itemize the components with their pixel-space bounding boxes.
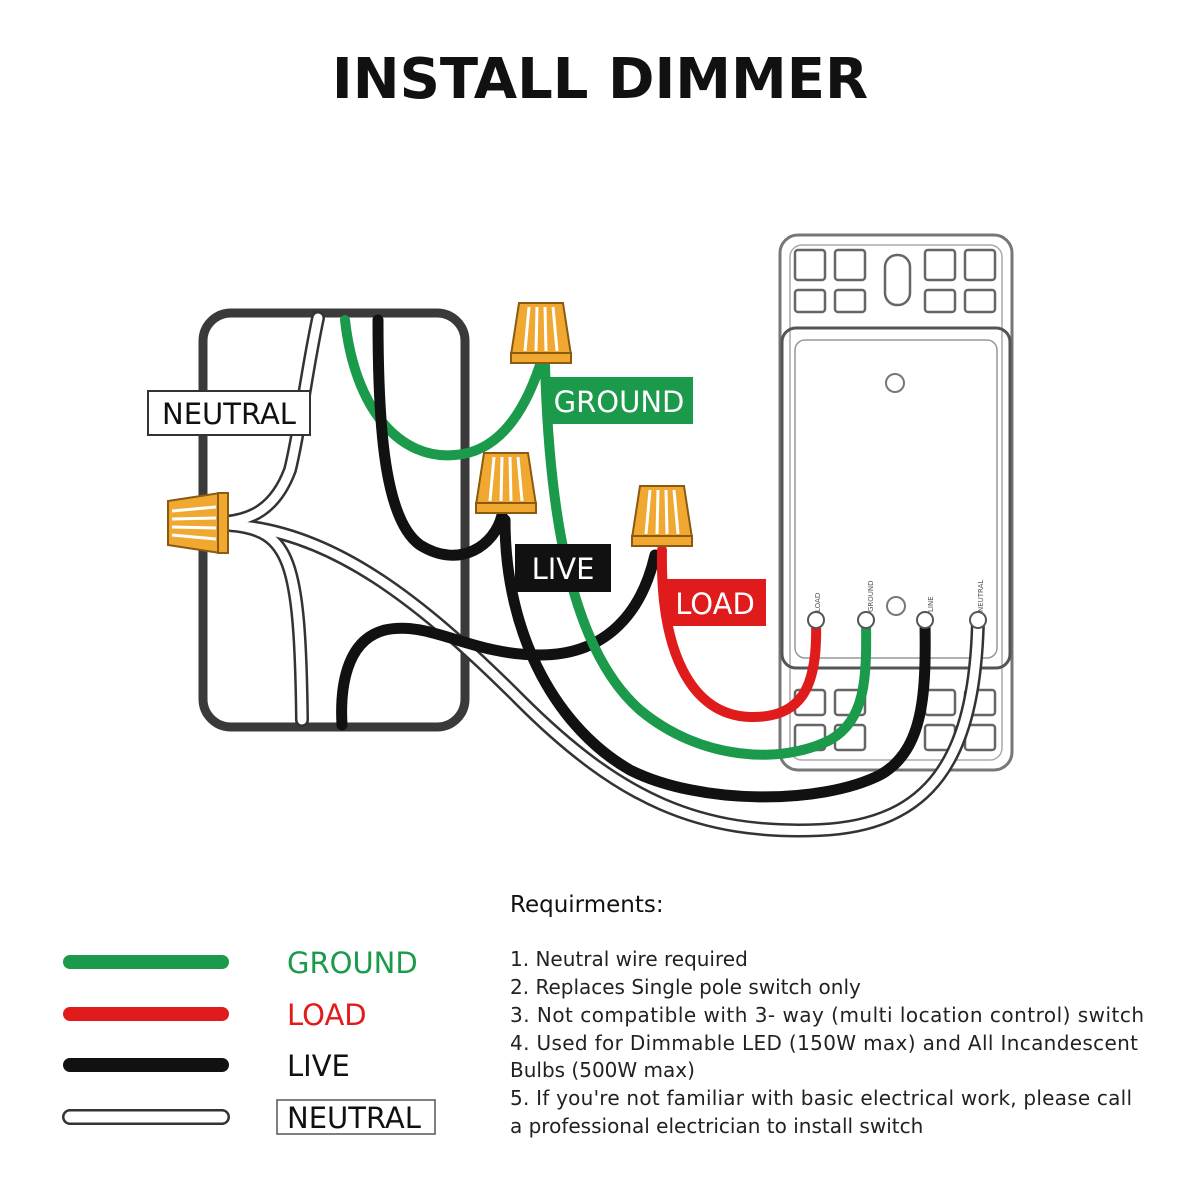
legend-label-neutral: NEUTRAL xyxy=(287,1101,421,1135)
terminal-label-line: LINE xyxy=(927,596,935,612)
legend-label-ground: GROUND xyxy=(287,946,418,980)
wire-nut-neutral xyxy=(166,491,230,555)
requirement-line: a professional electrician to install sw… xyxy=(510,1114,923,1138)
page-title: INSTALL DIMMER xyxy=(332,47,868,112)
requirement-line: Bulbs (500W max) xyxy=(510,1058,695,1082)
legend-label-load: LOAD xyxy=(287,998,367,1032)
terminal-label-ground: GROUND xyxy=(867,580,875,612)
neutral-tag: NEUTRAL xyxy=(147,390,311,436)
switch-terminals xyxy=(807,611,987,629)
live-wire-box xyxy=(372,314,508,561)
requirement-line: 5. If you're not familiar with basic ele… xyxy=(510,1086,1132,1110)
svg-text:GROUND: GROUND xyxy=(554,385,685,419)
live-wire-switch xyxy=(499,514,931,803)
svg-text:LOAD: LOAD xyxy=(675,587,755,621)
wire-nut-load xyxy=(630,484,694,548)
live-return-wire xyxy=(336,549,661,731)
requirement-line: 3. Not compatible with 3- way (multi loc… xyxy=(510,1003,1144,1027)
ground-tag: GROUND xyxy=(545,377,693,424)
svg-text:NEUTRAL: NEUTRAL xyxy=(162,397,296,431)
requirement-line: 1. Neutral wire required xyxy=(510,947,748,971)
legend: GROUND LOAD LIVE NEUTRAL xyxy=(62,946,436,1135)
legend-label-live: LIVE xyxy=(287,1049,350,1083)
ground-wire-switch xyxy=(540,360,872,760)
requirement-line: 2. Replaces Single pole switch only xyxy=(510,975,861,999)
load-tag: LOAD xyxy=(665,579,766,626)
live-tag: LIVE xyxy=(515,544,611,592)
wire-nut-ground xyxy=(509,301,573,365)
requirements-heading: Requirments: xyxy=(510,892,664,918)
terminal-label-neutral: NEUTRAL xyxy=(977,580,985,612)
neutral-wires xyxy=(218,311,985,838)
requirements: Requirments: 1. Neutral wire required 2.… xyxy=(510,892,1144,1138)
terminal-label-load: LOAD xyxy=(814,593,822,612)
requirement-line: 4. Used for Dimmable LED (150W max) and … xyxy=(510,1031,1138,1055)
ground-wire-box xyxy=(340,315,545,461)
svg-text:LIVE: LIVE xyxy=(532,552,595,586)
wire-nut-live xyxy=(474,451,538,515)
